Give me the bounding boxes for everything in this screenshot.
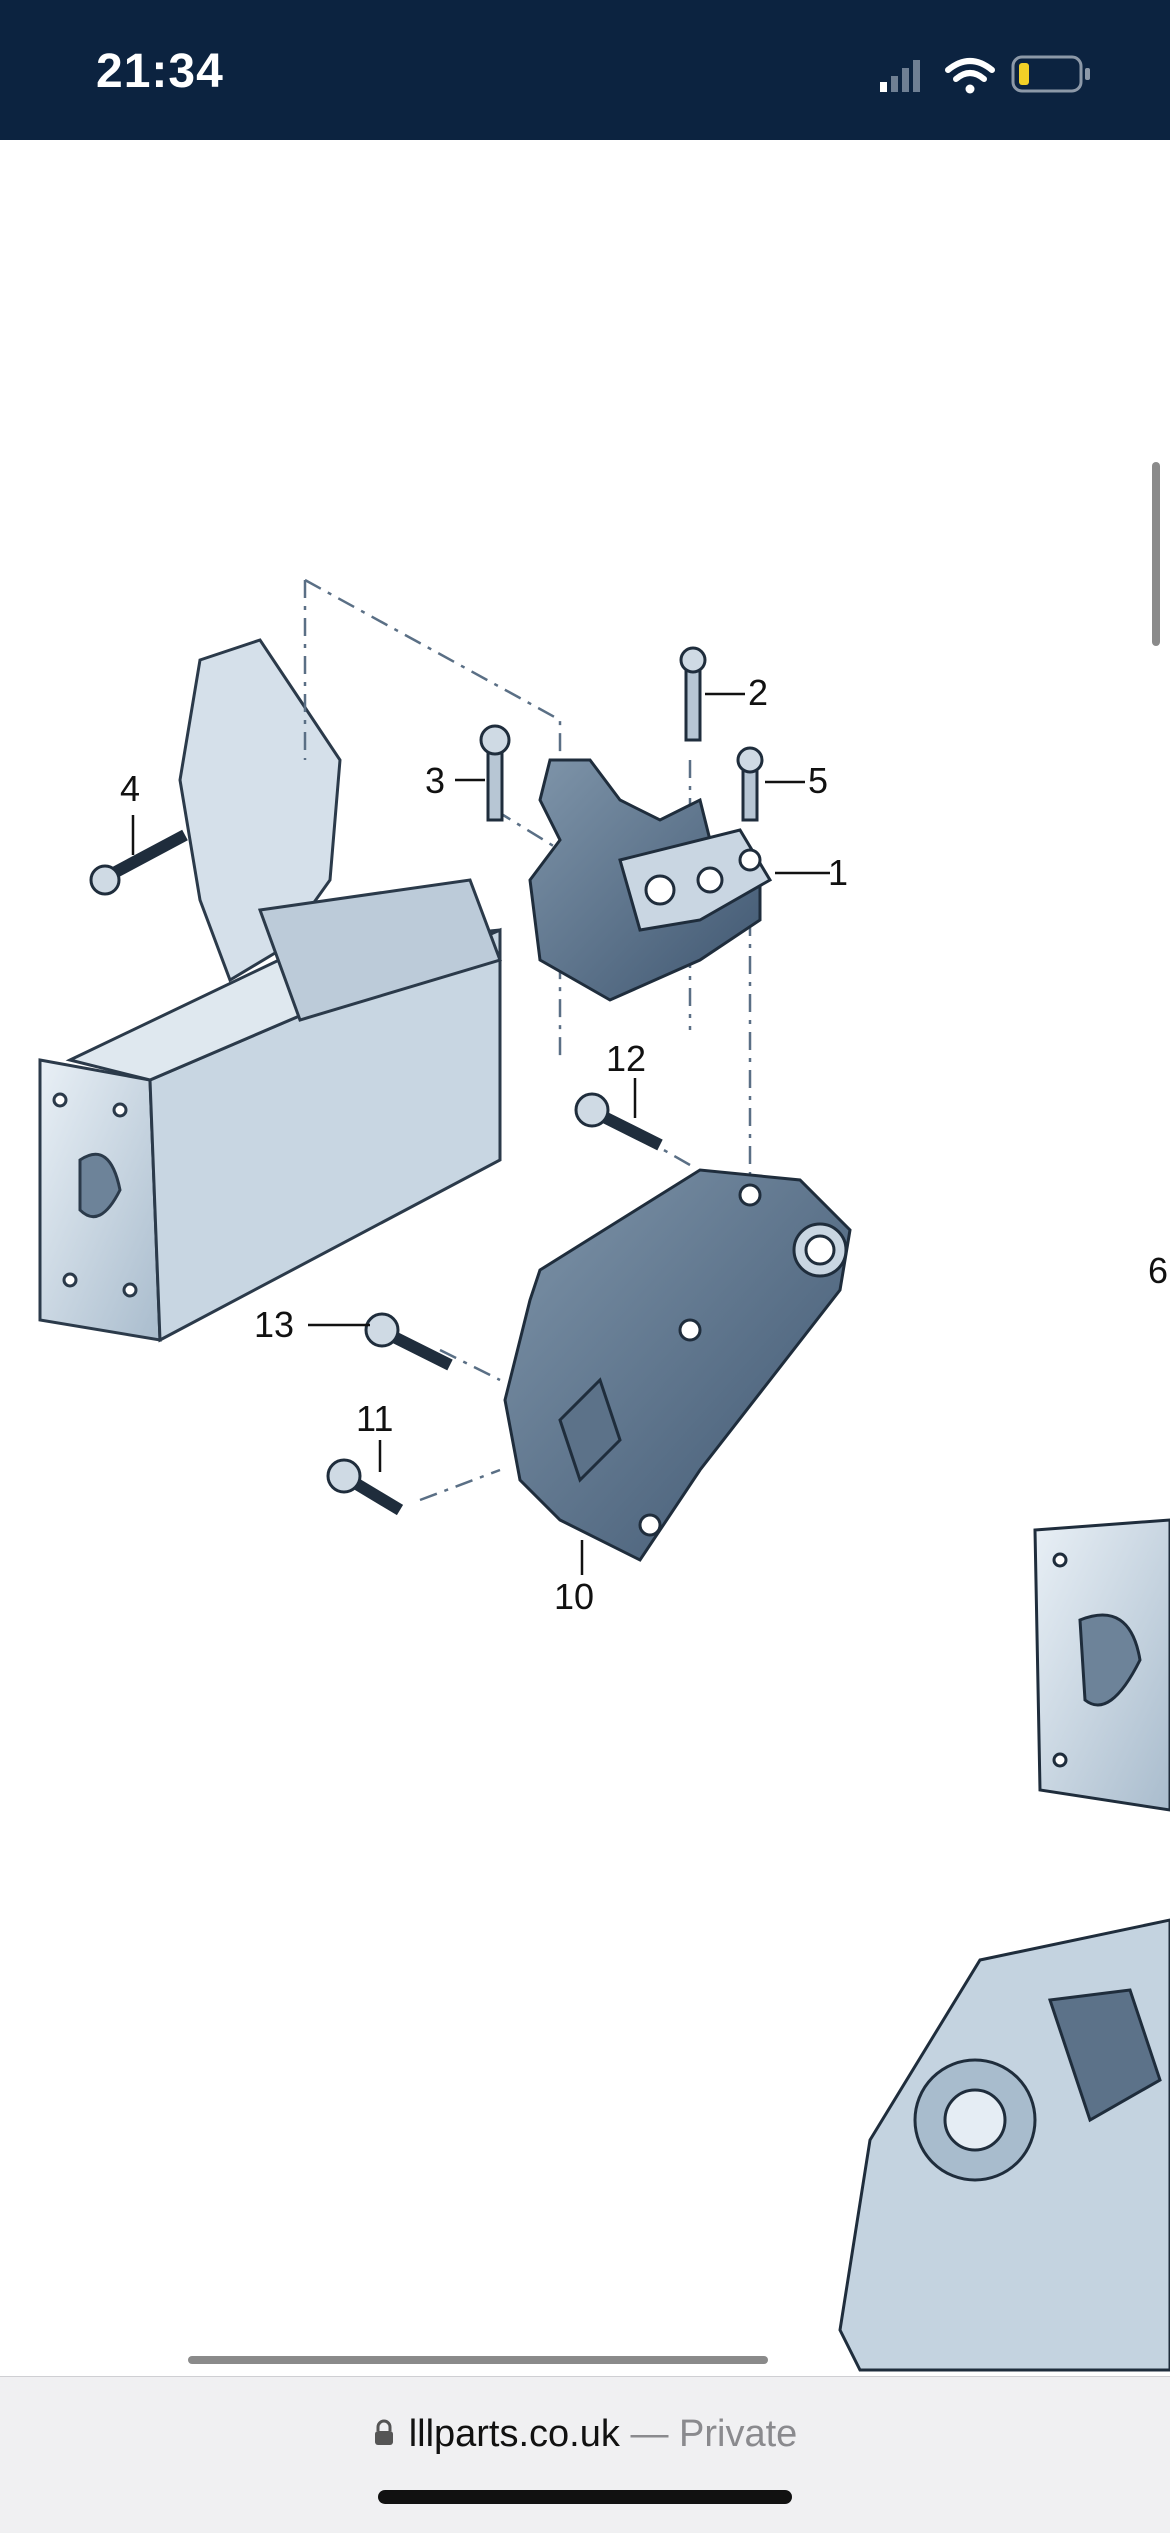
wifi-icon — [945, 58, 995, 94]
address-bar[interactable]: lllparts.co.uk — Private — [0, 2376, 1170, 2533]
status-icons-svg — [880, 55, 1090, 94]
status-time: 21:34 — [96, 45, 224, 98]
horizontal-scrollbar[interactable] — [188, 2356, 768, 2364]
url-display[interactable]: lllparts.co.uk — Private — [0, 2413, 1170, 2457]
url-separator: — — [619, 2413, 680, 2455]
callout-4: 4 — [120, 768, 141, 809]
vertical-scrollbar[interactable] — [1152, 462, 1160, 646]
battery-icon — [1011, 55, 1090, 93]
signal-icon — [880, 60, 920, 92]
engine-mount — [528, 758, 773, 1002]
callout-1: 1 — [828, 852, 849, 893]
callout-3: 3 — [425, 760, 446, 801]
callout-5: 5 — [808, 760, 829, 801]
url-domain: lllparts.co.uk — [408, 2413, 620, 2455]
home-indicator[interactable] — [378, 2490, 792, 2504]
leader-lines — [131, 692, 830, 1575]
chassis-member — [38, 638, 502, 1343]
private-mode-label: Private — [679, 2413, 798, 2455]
gearbox-bracket — [503, 1168, 852, 1562]
lock-icon — [373, 2414, 395, 2457]
parts-diagram — [38, 578, 1170, 2372]
status-icons — [880, 52, 1110, 94]
page-content[interactable]: 2 3 5 4 1 12 6 13 11 10 — [0, 140, 1170, 2376]
callout-6: 6 — [1148, 1250, 1169, 1291]
status-bar: 21:34 — [0, 0, 1170, 140]
callout-12: 12 — [606, 1038, 647, 1079]
bolts — [89, 646, 764, 1516]
transmission-partial — [838, 1518, 1170, 2372]
callout-13: 13 — [254, 1304, 295, 1345]
callout-2: 2 — [748, 672, 769, 713]
callout-11: 11 — [356, 1398, 394, 1439]
callout-10: 10 — [554, 1576, 595, 1617]
